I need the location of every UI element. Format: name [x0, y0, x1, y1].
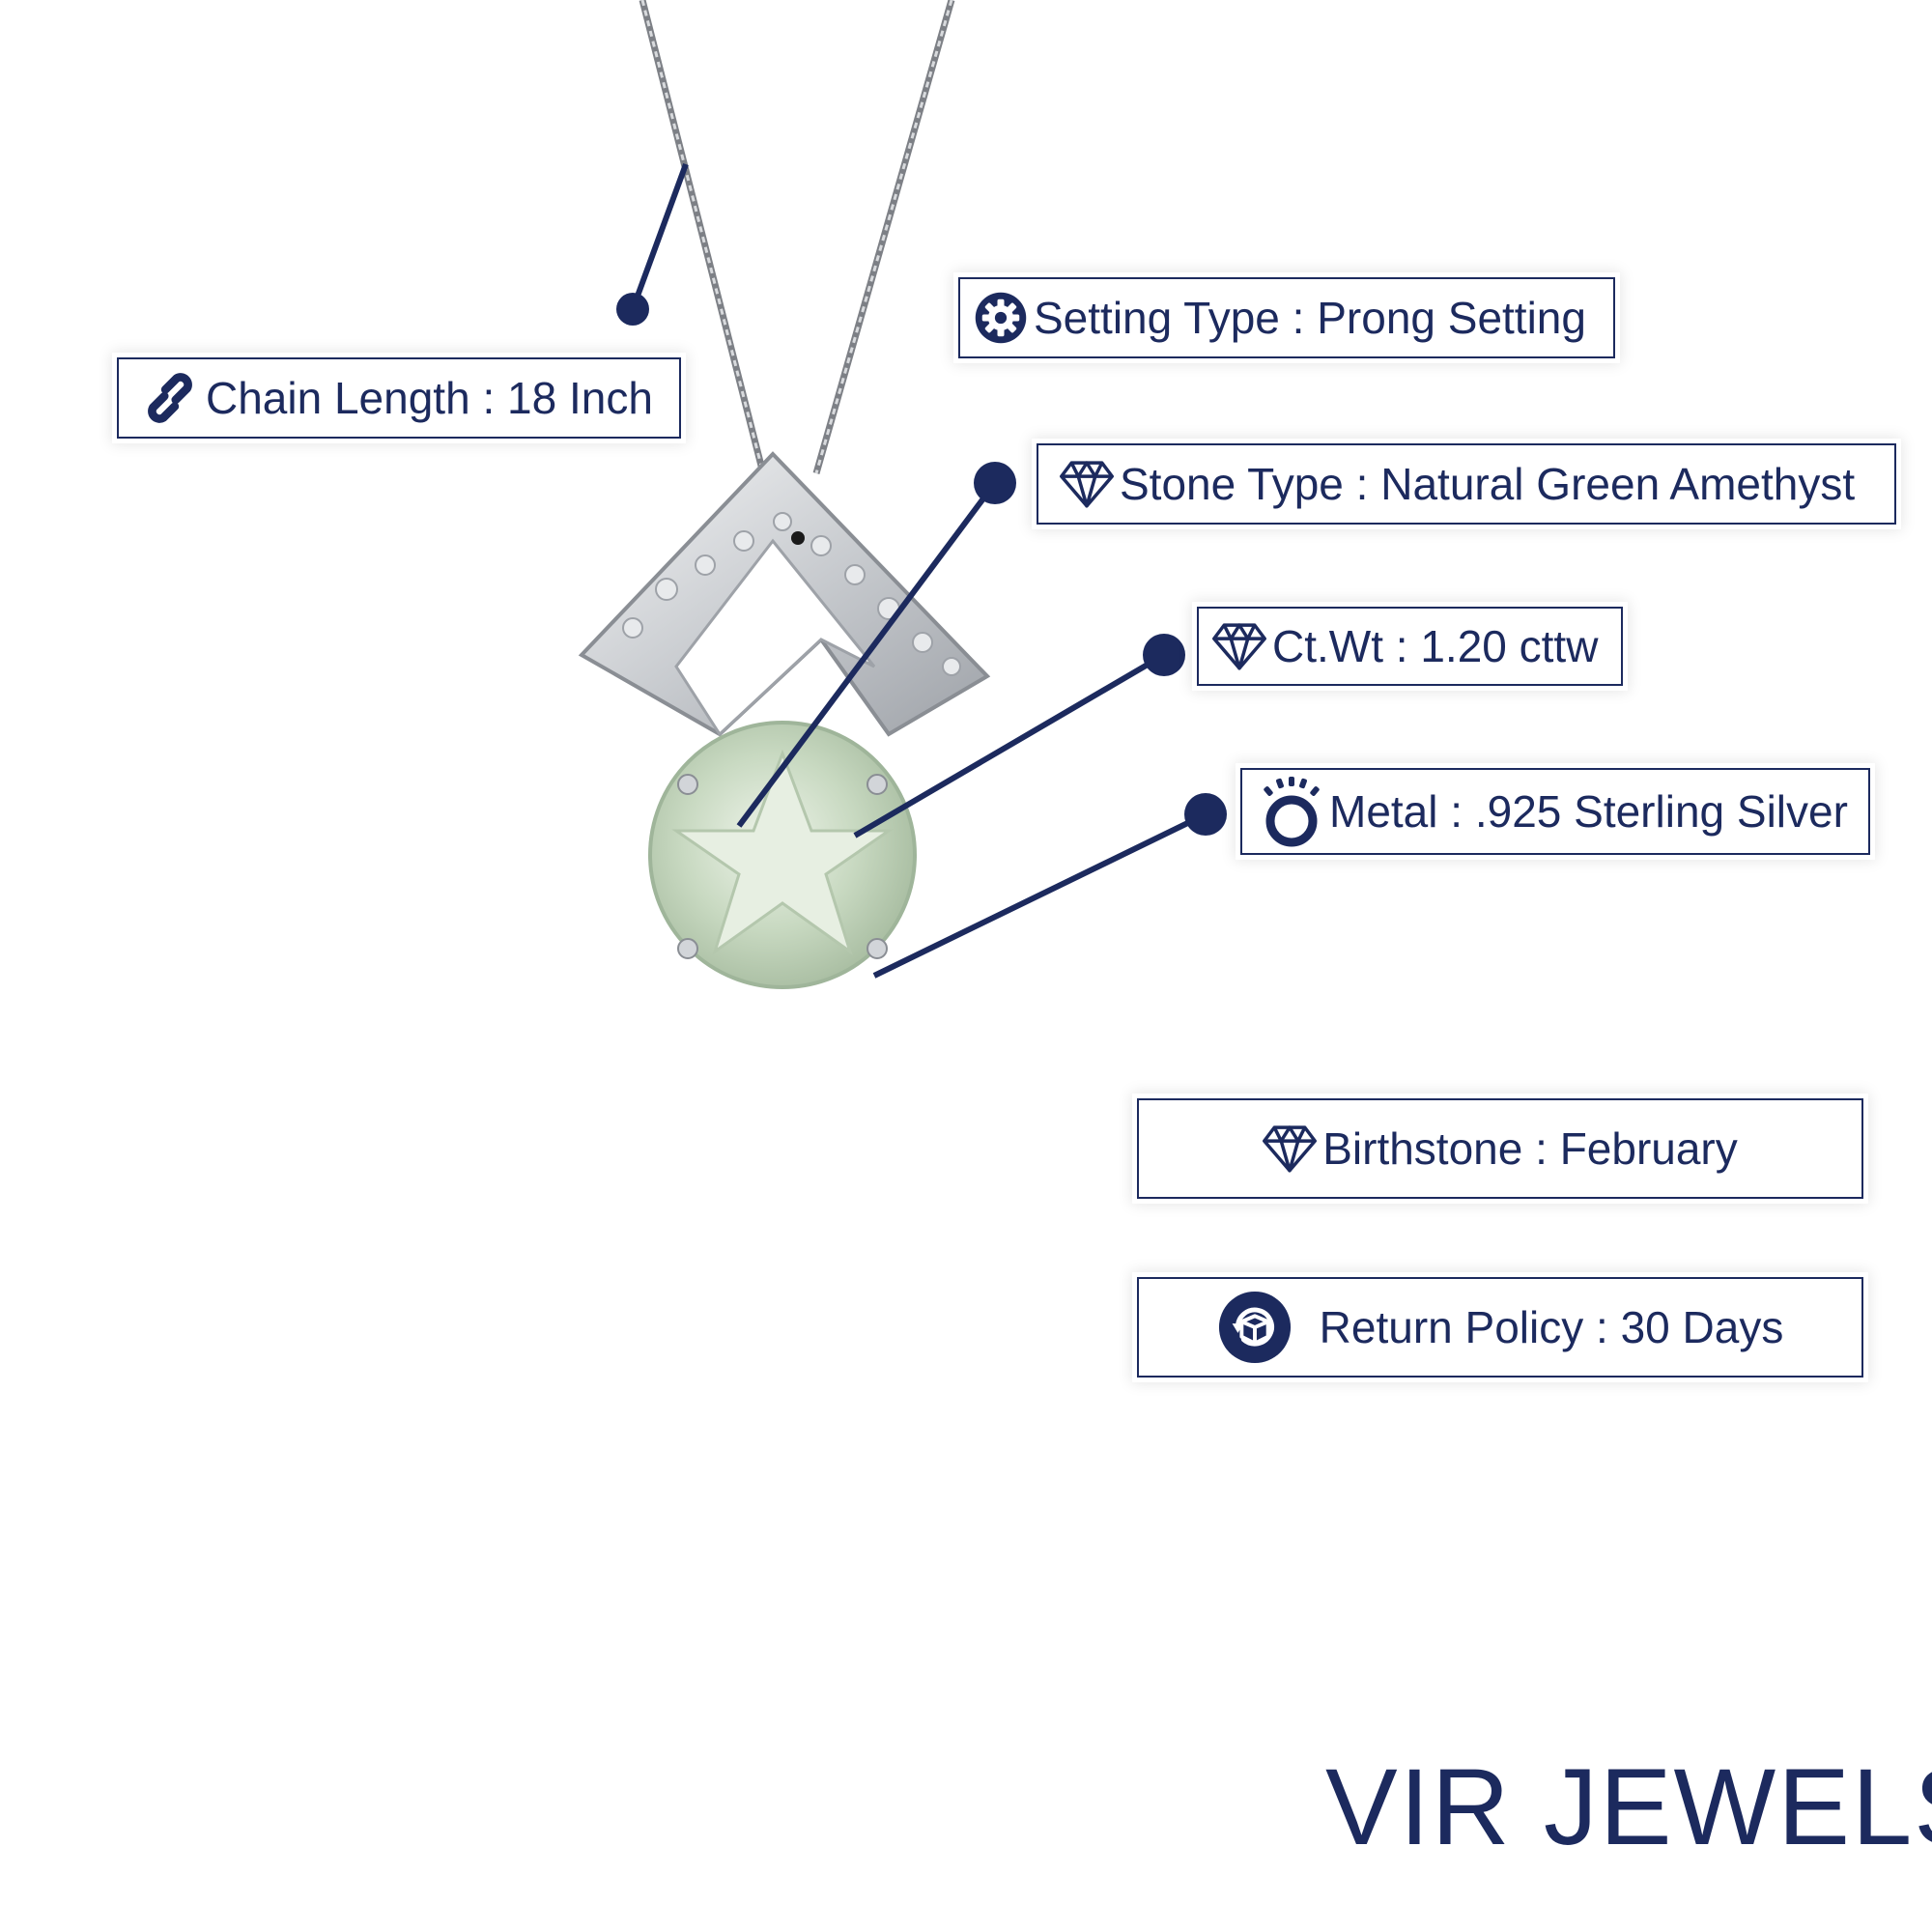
setting-type-tag: Setting Type : Prong Setting — [958, 277, 1615, 358]
return-policy-separator: : — [1596, 1302, 1608, 1352]
metal-separator: : — [1450, 786, 1463, 837]
carat-weight-label: Ct.Wt — [1272, 621, 1383, 671]
setting-type-separator: : — [1292, 293, 1305, 343]
gear-icon — [974, 291, 1028, 345]
return-policy-value: 30 Days — [1620, 1302, 1784, 1352]
metal-value: .925 Sterling Silver — [1474, 786, 1848, 837]
birthstone-tag: Birthstone : February — [1137, 1098, 1863, 1199]
metal-tag: Metal : .925 Sterling Silver — [1240, 768, 1870, 855]
birthstone-separator: : — [1535, 1123, 1548, 1174]
chain-length-value: 18 Inch — [507, 373, 653, 423]
return-policy-label: Return Policy — [1319, 1302, 1584, 1352]
diamond-icon — [1263, 1123, 1318, 1174]
carat-weight-value: 1.20 cttw — [1420, 621, 1599, 671]
callout-lines — [616, 162, 1227, 979]
stone-type-tag: Stone Type : Natural Green Amethyst — [1037, 443, 1896, 525]
pendant-frame — [578, 451, 991, 737]
stone-type-separator: : — [1355, 459, 1369, 509]
diamond-icon — [1060, 459, 1114, 509]
brand-name: VIR JEWELS — [1325, 1747, 1932, 1867]
chain-length-label: Chain Length — [206, 373, 470, 423]
chain-link-icon — [140, 368, 200, 428]
ring-icon — [1260, 775, 1323, 848]
carat-weight-tag: Ct.Wt : 1.20 cttw — [1197, 607, 1623, 686]
setting-type-label: Setting Type — [1034, 293, 1280, 343]
stone-type-label: Stone Type — [1120, 459, 1344, 509]
return-box-icon — [1217, 1290, 1293, 1365]
return-policy-tag: Return Policy : 30 Days — [1137, 1277, 1863, 1378]
metal-label: Metal — [1329, 786, 1438, 837]
stone-type-value: Natural Green Amethyst — [1380, 459, 1856, 509]
diamond-icon — [1212, 621, 1266, 671]
brand-logo: VIR JEWELS® — [1325, 1753, 1932, 1861]
necklace-chain — [639, 0, 955, 474]
birthstone-label: Birthstone — [1322, 1123, 1523, 1174]
birthstone-value: February — [1559, 1123, 1738, 1174]
setting-type-value: Prong Setting — [1317, 293, 1586, 343]
chain-length-tag: Chain Length : 18 Inch — [117, 357, 681, 439]
carat-weight-separator: : — [1395, 621, 1408, 671]
gemstone — [648, 721, 917, 989]
chain-length-separator: : — [482, 373, 496, 423]
